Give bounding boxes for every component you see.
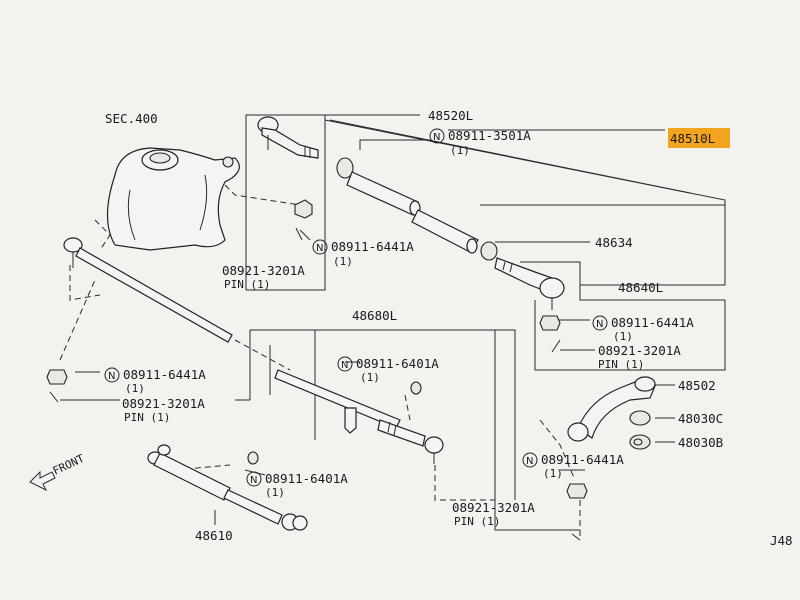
n-symbol: N (526, 456, 533, 467)
tie-rod-sleeve (336, 157, 498, 261)
leader-lines (60, 114, 726, 531)
callout-qty: PIN (1) (124, 411, 170, 424)
label-48502: 48502 (678, 378, 716, 393)
label-48680L: 48680L (352, 308, 397, 323)
label-48610: 48610 (195, 528, 233, 543)
label-48030B: 48030B (678, 435, 723, 450)
n-symbol: N (250, 475, 257, 486)
callout-qty: (1) (450, 144, 470, 157)
callout-qty: PIN (1) (454, 515, 500, 528)
n-symbol: N (316, 243, 323, 254)
callout-c6: N 08911-6441A (1) (104, 367, 206, 395)
pitman-arm (567, 376, 656, 450)
label-48634: 48634 (595, 235, 633, 250)
callout-c4: N 08911-6441A (1) (592, 315, 694, 343)
callout-qty: (1) (125, 382, 145, 395)
relay-rod (63, 237, 233, 343)
callout-qty: PIN (1) (224, 278, 270, 291)
n-symbol: N (108, 371, 115, 382)
callout-c11: 08921-3201A PIN (1) (452, 500, 535, 528)
hardware-nuts (46, 199, 588, 541)
callout-c8: N 08911-6401A (1) (337, 356, 439, 384)
callout-code: 08921-3201A (452, 500, 535, 515)
n-symbol: N (433, 132, 440, 143)
corner-label: J48 (770, 533, 793, 548)
callout-code: 08911-6441A (123, 367, 206, 382)
label-48520L: 48520L (428, 108, 473, 123)
tie-rod-end-outer (494, 257, 565, 331)
callout-qty: (1) (333, 255, 353, 268)
tie-rod-end-upper (257, 116, 319, 159)
label-sec400: SEC.400 (105, 111, 158, 126)
highlight-48510L (668, 128, 730, 148)
callout-c7: 08921-3201A PIN (1) (122, 396, 205, 424)
callout-code: 08911-6401A (356, 356, 439, 371)
callout-c9: N 08911-6401A (1) (246, 471, 348, 499)
callout-c2: N 08911-6441A (1) (312, 239, 414, 268)
callout-qty: (1) (360, 371, 380, 384)
callout-code: 08911-6401A (265, 471, 348, 486)
callout-code: 08911-6441A (331, 239, 414, 254)
callout-code: 08921-3201A (222, 263, 305, 278)
gearbox-housing (106, 147, 240, 251)
steering-damper (147, 444, 308, 531)
callout-qty: (1) (265, 486, 285, 499)
callout-qty: (1) (613, 330, 633, 343)
callout-qty: (1) (543, 467, 563, 480)
label-48030C: 48030C (678, 411, 723, 426)
callout-code: 08911-6441A (611, 315, 694, 330)
drag-link (274, 369, 444, 464)
callout-c5: 08921-3201A PIN (1) (598, 343, 681, 371)
label-48510L: 48510L (670, 131, 715, 146)
callout-qty: PIN (1) (598, 358, 644, 371)
callout-c3: 08921-3201A PIN (1) (222, 263, 305, 291)
label-48640L: 48640L (618, 280, 663, 295)
callout-c10: N 08911-6441A (1) (522, 452, 624, 480)
n-symbol: N (596, 319, 603, 330)
callout-code: 08911-6441A (541, 452, 624, 467)
callout-code: 08921-3201A (598, 343, 681, 358)
callout-code: 08921-3201A (122, 396, 205, 411)
callout-c1: N 08911-3501A (1) (429, 128, 531, 157)
callout-code: 08911-3501A (448, 128, 531, 143)
n-symbol: N (341, 360, 348, 371)
